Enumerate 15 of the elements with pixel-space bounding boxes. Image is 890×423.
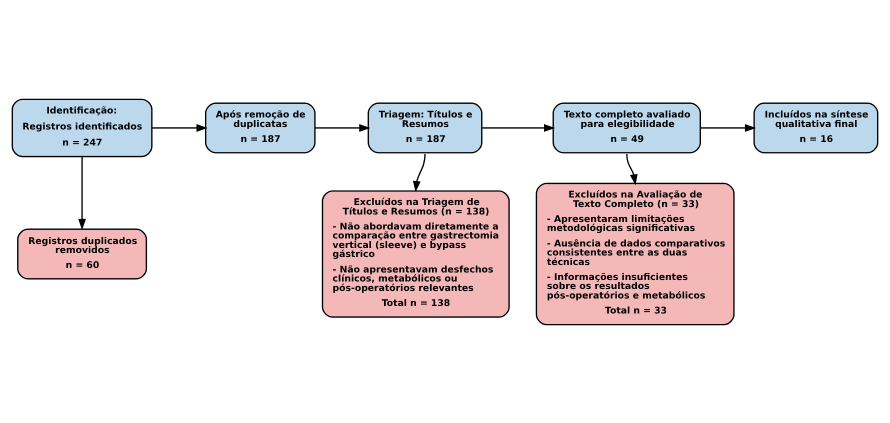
node-box: Após remoção de duplicatas n = 187 [204,102,316,153]
node-box: Excluídos na Avaliação de Texto Completo (n = 33) - Apresentaram limitações metodológicas significativas - Ausência de dados comparativos consistentes entre as duas técnicas - Informações insuficientes sobre os resultados pós-operatórios e metabólicos Total n = 33 [536,182,735,325]
arrow [78,156,86,230]
node-box: Incluídos na síntese qualitativa final n = 16 [753,102,878,153]
arrow [700,124,756,132]
arrow [626,153,638,185]
arrow [482,124,556,132]
node-box: Registros duplicados removidos n = 60 [17,228,148,279]
arrow [152,124,208,132]
arrow [412,153,426,192]
node-box: Texto completo avaliado para elegibilidade n = 49 [552,102,701,153]
node-box: Triagem: Títulos e Resumos n = 187 [368,102,482,153]
arrow [315,124,370,132]
node-box: Excluídos na Triagem de Títulos e Resumos (n = 138) - Não abordavam diretamente a comparação entre gastrectomia vertical (sleeve) e bypass gástrico - Não apresentavam desfechos clínicos, metabólicos ou pós-operatórios relevantes Total n = 138 [322,190,510,318]
node-box: Identificação: Registros identificados n = 247 [12,98,153,157]
